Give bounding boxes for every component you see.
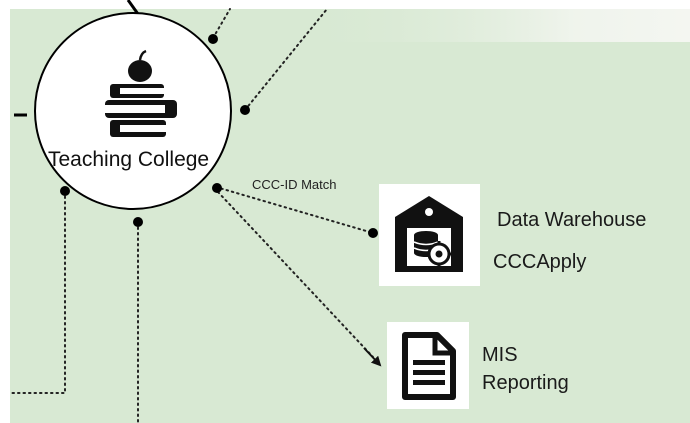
dot-data-warehouse: [368, 228, 378, 238]
books-with-apple-icon: [105, 49, 177, 137]
warehouse-database-gear-icon: [395, 196, 463, 272]
connectors: [11, 8, 374, 423]
dot-lower-left: [60, 186, 70, 196]
dot-bottom: [133, 217, 143, 227]
connector-top-right-1: [212, 8, 231, 39]
connector-ccc-id-match: [215, 186, 374, 234]
teaching-college-label: Teaching College: [48, 148, 210, 171]
ccc-id-match-label: CCC-ID Match: [252, 177, 337, 192]
arrow-to-mis-reporting: [363, 347, 382, 367]
connector-bottom-left: [11, 190, 66, 394]
connection-dots: [60, 34, 378, 238]
panel-top-highlight: [300, 9, 690, 42]
mis-label: MIS: [482, 344, 518, 366]
connector-mis-reporting: [217, 191, 374, 358]
document-report-icon: [402, 332, 456, 400]
dot-top-right: [208, 34, 218, 44]
dot-lower-right: [212, 183, 222, 193]
connector-top: [126, 0, 140, 15]
dot-right: [240, 105, 250, 115]
connector-top-right-2: [244, 8, 328, 111]
cccapply-label: CCCApply: [493, 251, 587, 273]
data-warehouse-label: Data Warehouse: [497, 209, 647, 231]
data-warehouse-tile[interactable]: [379, 184, 480, 286]
reporting-label: Reporting: [482, 372, 569, 394]
mis-reporting-tile[interactable]: [387, 322, 469, 409]
